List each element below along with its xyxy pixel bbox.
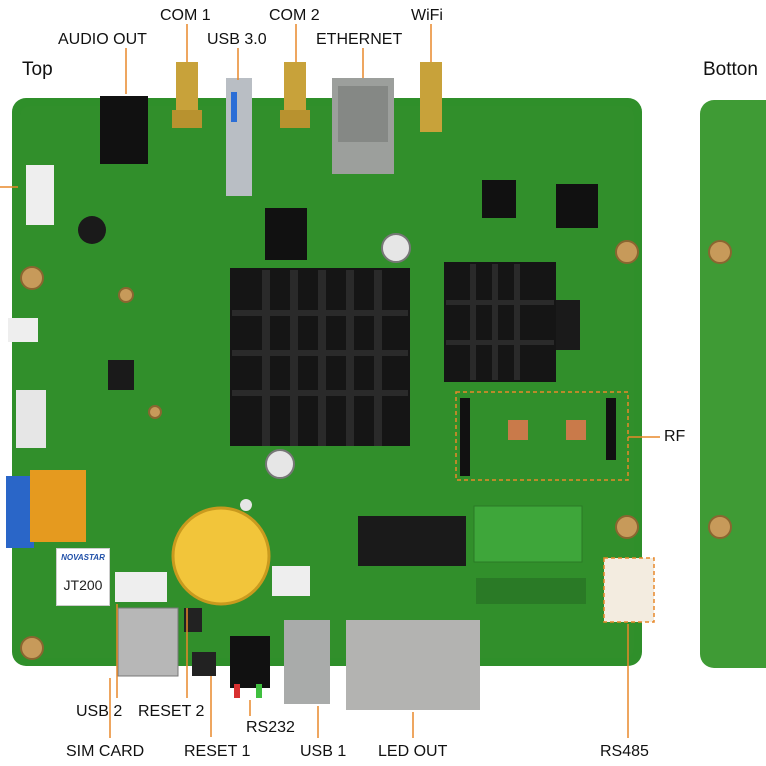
power-connector (26, 165, 54, 225)
rf-region (455, 391, 629, 481)
label-reset2: RESET 2 (138, 703, 205, 720)
brand-logo: NOVASTAR (61, 553, 105, 562)
led-out-port (346, 620, 480, 710)
label-rs232: RS232 (246, 719, 295, 736)
wifi-sma-connector (420, 62, 442, 132)
label-led-out: LED OUT (378, 743, 448, 760)
label-wifi: WiFi (411, 7, 443, 24)
bottom-pcb (700, 100, 766, 668)
usb1-port (284, 620, 330, 704)
label-usb1: USB 1 (300, 743, 347, 760)
label-reset1: RESET 1 (184, 743, 251, 760)
label-com1: COM 1 (160, 7, 211, 24)
leader-lines (0, 24, 660, 738)
usb2-header (115, 572, 167, 602)
label-ethernet: ETHERNET (316, 31, 403, 48)
sim-card-slot (117, 607, 179, 677)
brand-sticker: NOVASTAR JT200 (56, 548, 110, 606)
label-rf: RF (664, 428, 686, 445)
mounting-holes (20, 240, 732, 660)
label-audio-out: AUDIO OUT (58, 31, 147, 48)
label-usb30: USB 3.0 (207, 31, 267, 48)
com2-sma-connector (284, 62, 306, 124)
label-sim-card: SIM CARD (66, 743, 145, 760)
label-com2: COM 2 (269, 7, 320, 24)
rs232-header (230, 636, 270, 688)
com1-sma-connector (176, 62, 198, 124)
label-usb2: USB 2 (76, 703, 123, 720)
audio-out-jack (100, 96, 148, 164)
reset2-button (184, 608, 202, 632)
rtc-coin-cell (171, 506, 271, 606)
view-label-bottom: Botton (703, 59, 758, 80)
view-label-top: Top (22, 59, 53, 80)
label-rs485: RS485 (600, 743, 649, 760)
rs485-connector (603, 557, 655, 623)
chip-heatsink (444, 262, 556, 382)
cpu-heatsink (230, 268, 410, 446)
brand-model: JT200 (63, 577, 103, 593)
reset1-button (192, 652, 216, 676)
usb30-port (226, 78, 252, 196)
